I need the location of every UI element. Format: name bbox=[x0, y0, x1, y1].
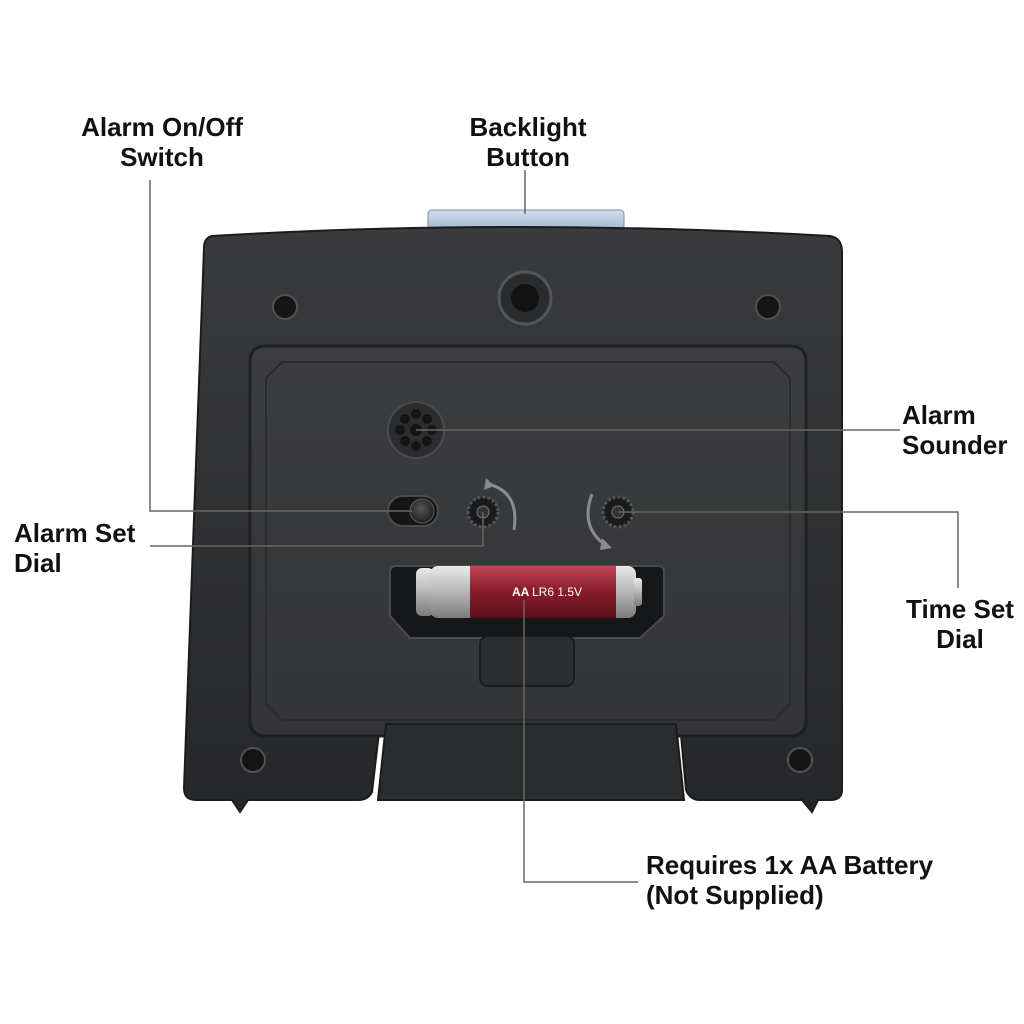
label-battery-requirement: Requires 1x AA Battery (Not Supplied) bbox=[646, 850, 933, 910]
hanging-hole-inner bbox=[511, 284, 539, 312]
label-time-set-dial-line-2: Dial bbox=[936, 624, 984, 654]
battery-code-text: LR6 1.5V bbox=[532, 585, 582, 599]
alarm-dial-arrowhead-icon bbox=[484, 478, 494, 490]
screw-hole-bottom-right bbox=[787, 747, 813, 773]
alarm-switch[interactable] bbox=[387, 495, 439, 527]
label-time-set-dial-line-1: Time Set bbox=[906, 594, 1014, 624]
leader-alarm-switch bbox=[149, 180, 412, 512]
label-battery-line-2: (Not Supplied) bbox=[646, 880, 824, 910]
label-time-set-dial: Time Set Dial bbox=[880, 594, 1024, 654]
label-alarm-sounder-line-2: Sounder bbox=[902, 430, 1008, 460]
time-dial-arrow-icon bbox=[586, 493, 605, 546]
screw-hole-top-right bbox=[755, 294, 781, 320]
panel-inner-edge bbox=[265, 361, 791, 721]
label-alarm-switch: Alarm On/Off Switch bbox=[62, 112, 262, 172]
label-backlight-line-2: Button bbox=[486, 142, 570, 172]
label-alarm-set-dial-line-2: Dial bbox=[14, 548, 62, 578]
leader-alarm-set-dial bbox=[150, 512, 484, 547]
label-battery-line-1: Requires 1x AA Battery bbox=[646, 850, 934, 880]
battery-size-text: AA bbox=[512, 585, 530, 599]
label-alarm-sounder: Alarm Sounder bbox=[902, 400, 1007, 460]
battery-cover-tab[interactable] bbox=[479, 635, 575, 687]
label-backlight-line-1: Backlight bbox=[469, 112, 587, 142]
leader-battery bbox=[523, 600, 638, 883]
aa-battery: AA LR6 1.5V bbox=[416, 566, 642, 618]
time-dial-arrowhead-icon bbox=[600, 538, 612, 550]
leader-time-set-dial bbox=[618, 511, 959, 588]
screw-hole-top-left bbox=[272, 294, 298, 320]
label-alarm-set-dial: Alarm Set Dial bbox=[14, 518, 135, 578]
label-backlight-button: Backlight Button bbox=[428, 112, 628, 172]
leader-lines bbox=[149, 170, 959, 883]
screw-hole-bottom-left bbox=[240, 747, 266, 773]
label-alarm-switch-line-1: Alarm On/Off bbox=[81, 112, 243, 142]
label-alarm-set-dial-line-1: Alarm Set bbox=[14, 518, 136, 548]
bottom-stand bbox=[376, 723, 686, 801]
rear-panel bbox=[248, 344, 808, 738]
label-alarm-switch-line-2: Switch bbox=[120, 142, 204, 172]
label-alarm-sounder-line-1: Alarm bbox=[902, 400, 976, 430]
